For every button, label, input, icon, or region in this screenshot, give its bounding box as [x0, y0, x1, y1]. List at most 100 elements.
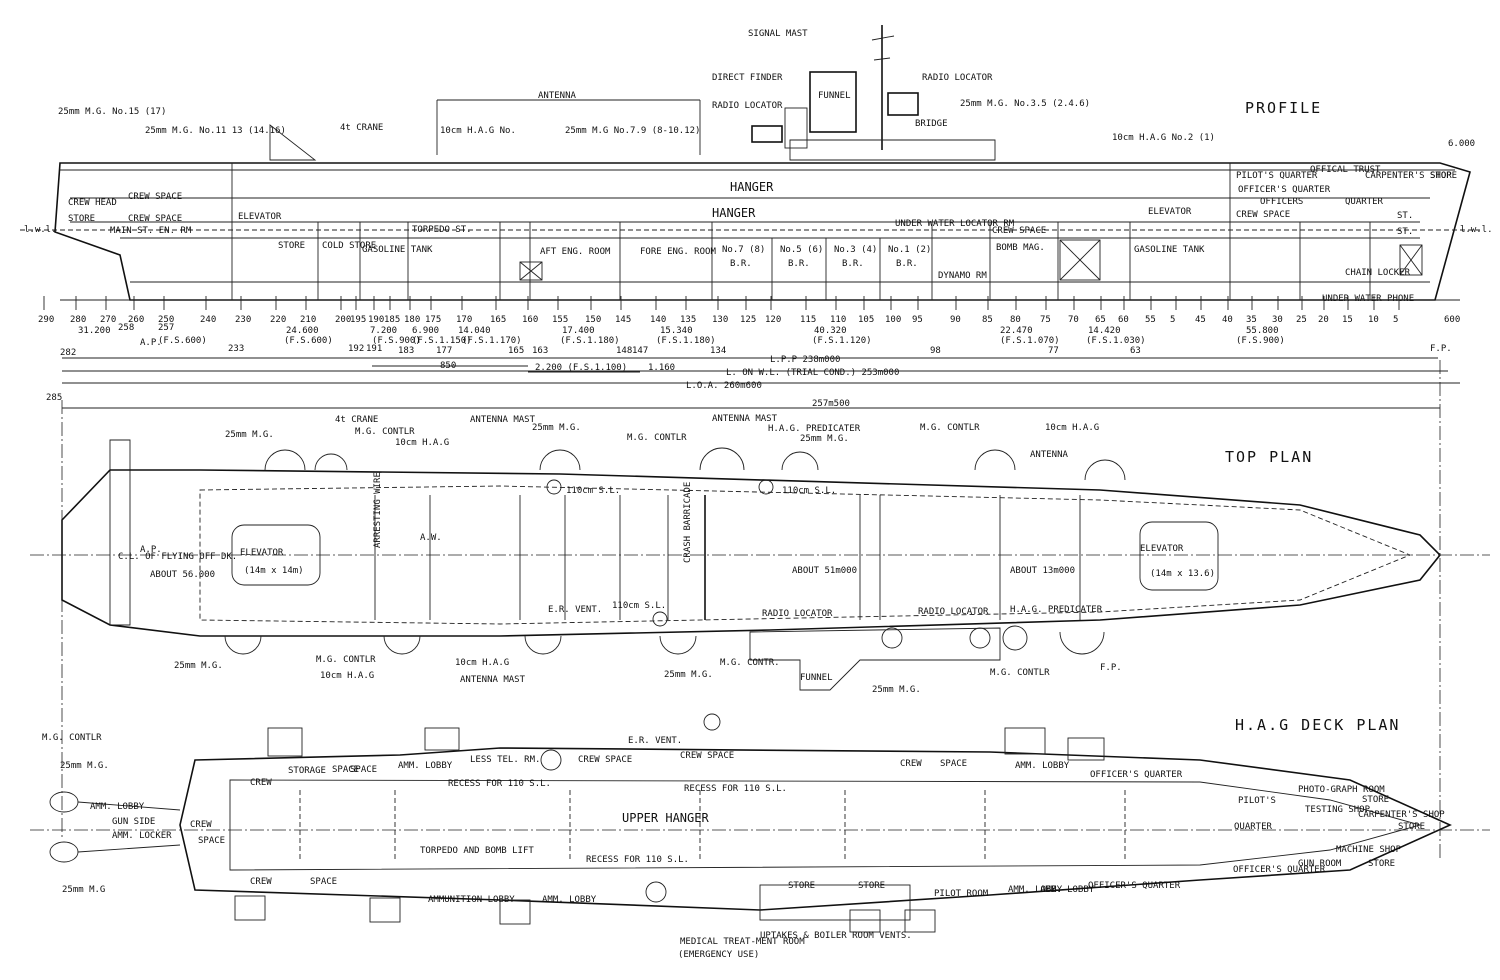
frame-number: 165	[490, 315, 506, 325]
frame-number: 230	[235, 315, 251, 325]
frame-spacing: 55.800	[1246, 326, 1279, 336]
hag-plan-label: OFFICER'S QUARTER	[1090, 770, 1183, 780]
mg-mount-aft-1	[49, 791, 79, 813]
label-br-5: B.R.	[788, 259, 810, 269]
hag-plan-label: AMM. LOBBY	[1040, 885, 1095, 895]
dim-257500: 257m500	[812, 399, 850, 409]
frame-spacing-fs: (F.S.900)	[1236, 336, 1285, 346]
hag-plan-label: UPTAKES & BOILER ROOM VENTS.	[760, 931, 912, 941]
frame-number: 85	[982, 315, 993, 325]
frame-number: 15	[1342, 315, 1353, 325]
dim-850: 850	[440, 361, 456, 371]
mg-mount-aft-2	[49, 841, 79, 863]
frame-number: 125	[740, 315, 756, 325]
label-crane: 4t CRANE	[340, 123, 383, 133]
label-store-2: STORE	[278, 241, 305, 251]
hag-plan-label: STORE	[858, 881, 885, 891]
hag-plan-label: GUN SIDE	[112, 817, 155, 827]
frame-number: 75	[1040, 315, 1051, 325]
top-plan-label: ELEVATOR	[240, 548, 284, 558]
label-lwl-aft: l.w.l.	[24, 225, 57, 235]
top-plan-view: TOP PLAN	[30, 414, 1490, 695]
top-plan-label: M.G. CONTLR	[355, 427, 415, 437]
hag-plan-label: CREW SPACE	[578, 755, 632, 765]
frame-spacing: 7.200	[370, 326, 397, 336]
label-br-7: B.R.	[730, 259, 752, 269]
label-lwl-fore: l.w.l.	[1460, 225, 1493, 235]
top-plan-label: RADIO LOCATOR	[762, 609, 833, 619]
hag-plan-label: PILOT ROOM	[934, 889, 989, 899]
frame-number: 240	[200, 315, 216, 325]
label-chain-locker: CHAIN LOCKER	[1345, 268, 1411, 278]
label-underwater-locator: UNDER WATER LOCATOR RM	[895, 219, 1015, 229]
frame-number: 160	[522, 315, 538, 325]
frame-number: 280	[70, 315, 86, 325]
frame-number: 105	[858, 315, 874, 325]
frame-spacing: 14.420	[1088, 326, 1121, 336]
profile-title: PROFILE	[1245, 99, 1322, 117]
hag-plan-label: M.G. CONTLR	[42, 733, 102, 743]
label-bomb-mag: BOMB MAG.	[996, 243, 1045, 253]
frame-mark: 163	[532, 346, 548, 356]
frame-spacing-fs: (F.S.600)	[158, 336, 207, 346]
label-direct-finder: DIRECT FINDER	[712, 73, 783, 83]
label-bridge: BRIDGE	[915, 119, 948, 129]
hag-deck-outline	[179, 747, 1452, 911]
top-plan-label: 110cm S.L.	[782, 486, 836, 496]
top-plan-label: M.G. CONTLR	[990, 668, 1050, 678]
label-store-aft: STORE	[68, 214, 95, 224]
svg-text:850 2.200 (F.S.1.100): 850 2.200 (F.S.1.100) 1.160 L.P.P 238m00…	[46, 355, 905, 409]
frame-spacing-fs: (F.S.1.120)	[812, 336, 872, 346]
bridge-structure	[789, 139, 996, 161]
hag-sponsons	[49, 713, 1105, 933]
frame-spacing-fs: (F.S.900)	[372, 336, 421, 346]
hag-plan-label: 25mm M.G	[62, 885, 105, 895]
top-plan-label: ANTENNA MAST	[712, 414, 778, 424]
label-signal-mast: SIGNAL MAST	[748, 29, 808, 39]
crane-shape	[269, 124, 317, 161]
top-plan-label: 10cm H.A.G	[395, 438, 449, 448]
top-plan-label: RADIO LOCATOR	[918, 607, 989, 617]
label-underwater-phone: UNDER WATER PHONE	[1322, 294, 1414, 304]
hag-plan-label: QUARTER	[1234, 822, 1273, 832]
hag-plan-label: SPACE	[310, 877, 337, 887]
hag-plan-label: CREW	[190, 820, 212, 830]
top-plan-label: C.L. OF FLYING OFF DK.	[118, 552, 237, 562]
hangar-outline	[199, 485, 1412, 625]
hag-plan-label: CREW	[250, 778, 272, 788]
top-plan-label: ABOUT 51m000	[792, 566, 857, 576]
top-plan-label: FUNNEL	[800, 673, 833, 683]
dim-lwl: L. ON W.L. (TRIAL COND.) 253m000	[726, 368, 899, 378]
frame-mark: 191	[366, 344, 382, 354]
hag-plan-label: E.R. VENT.	[628, 736, 682, 746]
label-crew-space-3: CREW SPACE	[992, 226, 1046, 236]
label-quarter: QUARTER	[1345, 197, 1384, 207]
svg-text:ELEVATOR ELEVATOR: ELEVATOR ELEVATOR CREW SPACE CREW SPACE …	[68, 165, 1463, 255]
searchlight-aft	[546, 479, 562, 495]
svg-text:AFT ENG. ROOM FORE ENG.: AFT ENG. ROOM FORE ENG. ROOM No.7 (8) No…	[24, 225, 1493, 304]
frame-spacing-fs: (F.S.600)	[284, 336, 333, 346]
top-plan-label: H.A.G. PREDICATER	[1010, 605, 1103, 615]
svg-text:SIGNAL MAST DIRECT FINDE: SIGNAL MAST DIRECT FINDER RADIO LOCATOR …	[58, 29, 1475, 149]
top-plan-label: ABOUT 13m000	[1010, 566, 1075, 576]
label-br-3: B.R.	[842, 259, 864, 269]
label-gasoline-tank-aft: GASOLINE TANK	[362, 245, 433, 255]
hag-plan-label: SPACE	[198, 836, 225, 846]
top-plan-label: 25mm M.G.	[800, 434, 849, 444]
searchlight-fore	[758, 479, 774, 495]
label-hag-aft: 10cm H.A.G No.	[440, 126, 516, 136]
island-plan	[749, 627, 1001, 691]
frame-mark: F.P.	[1430, 344, 1452, 354]
hag-plan-label: CREW	[250, 877, 272, 887]
label-pilots-quarter: PILOT'S QUARTER	[1236, 171, 1318, 181]
label-radio-locator-2: RADIO LOCATOR	[922, 73, 993, 83]
hag-plan-label: RECESS FOR 110 S.L.	[684, 784, 787, 794]
frame-number: 185	[384, 315, 400, 325]
frame-spacing-fs: (F.S.1.170)	[462, 336, 522, 346]
top-plan-label: (14m x 14m)	[244, 566, 304, 576]
upper-hangar-outline	[229, 779, 1422, 871]
label-hanger-lower: HANGER	[712, 206, 756, 220]
frame-number: 25	[1296, 315, 1307, 325]
frame-number: 115	[800, 315, 816, 325]
hag-plan-label: SPACE	[350, 765, 377, 775]
